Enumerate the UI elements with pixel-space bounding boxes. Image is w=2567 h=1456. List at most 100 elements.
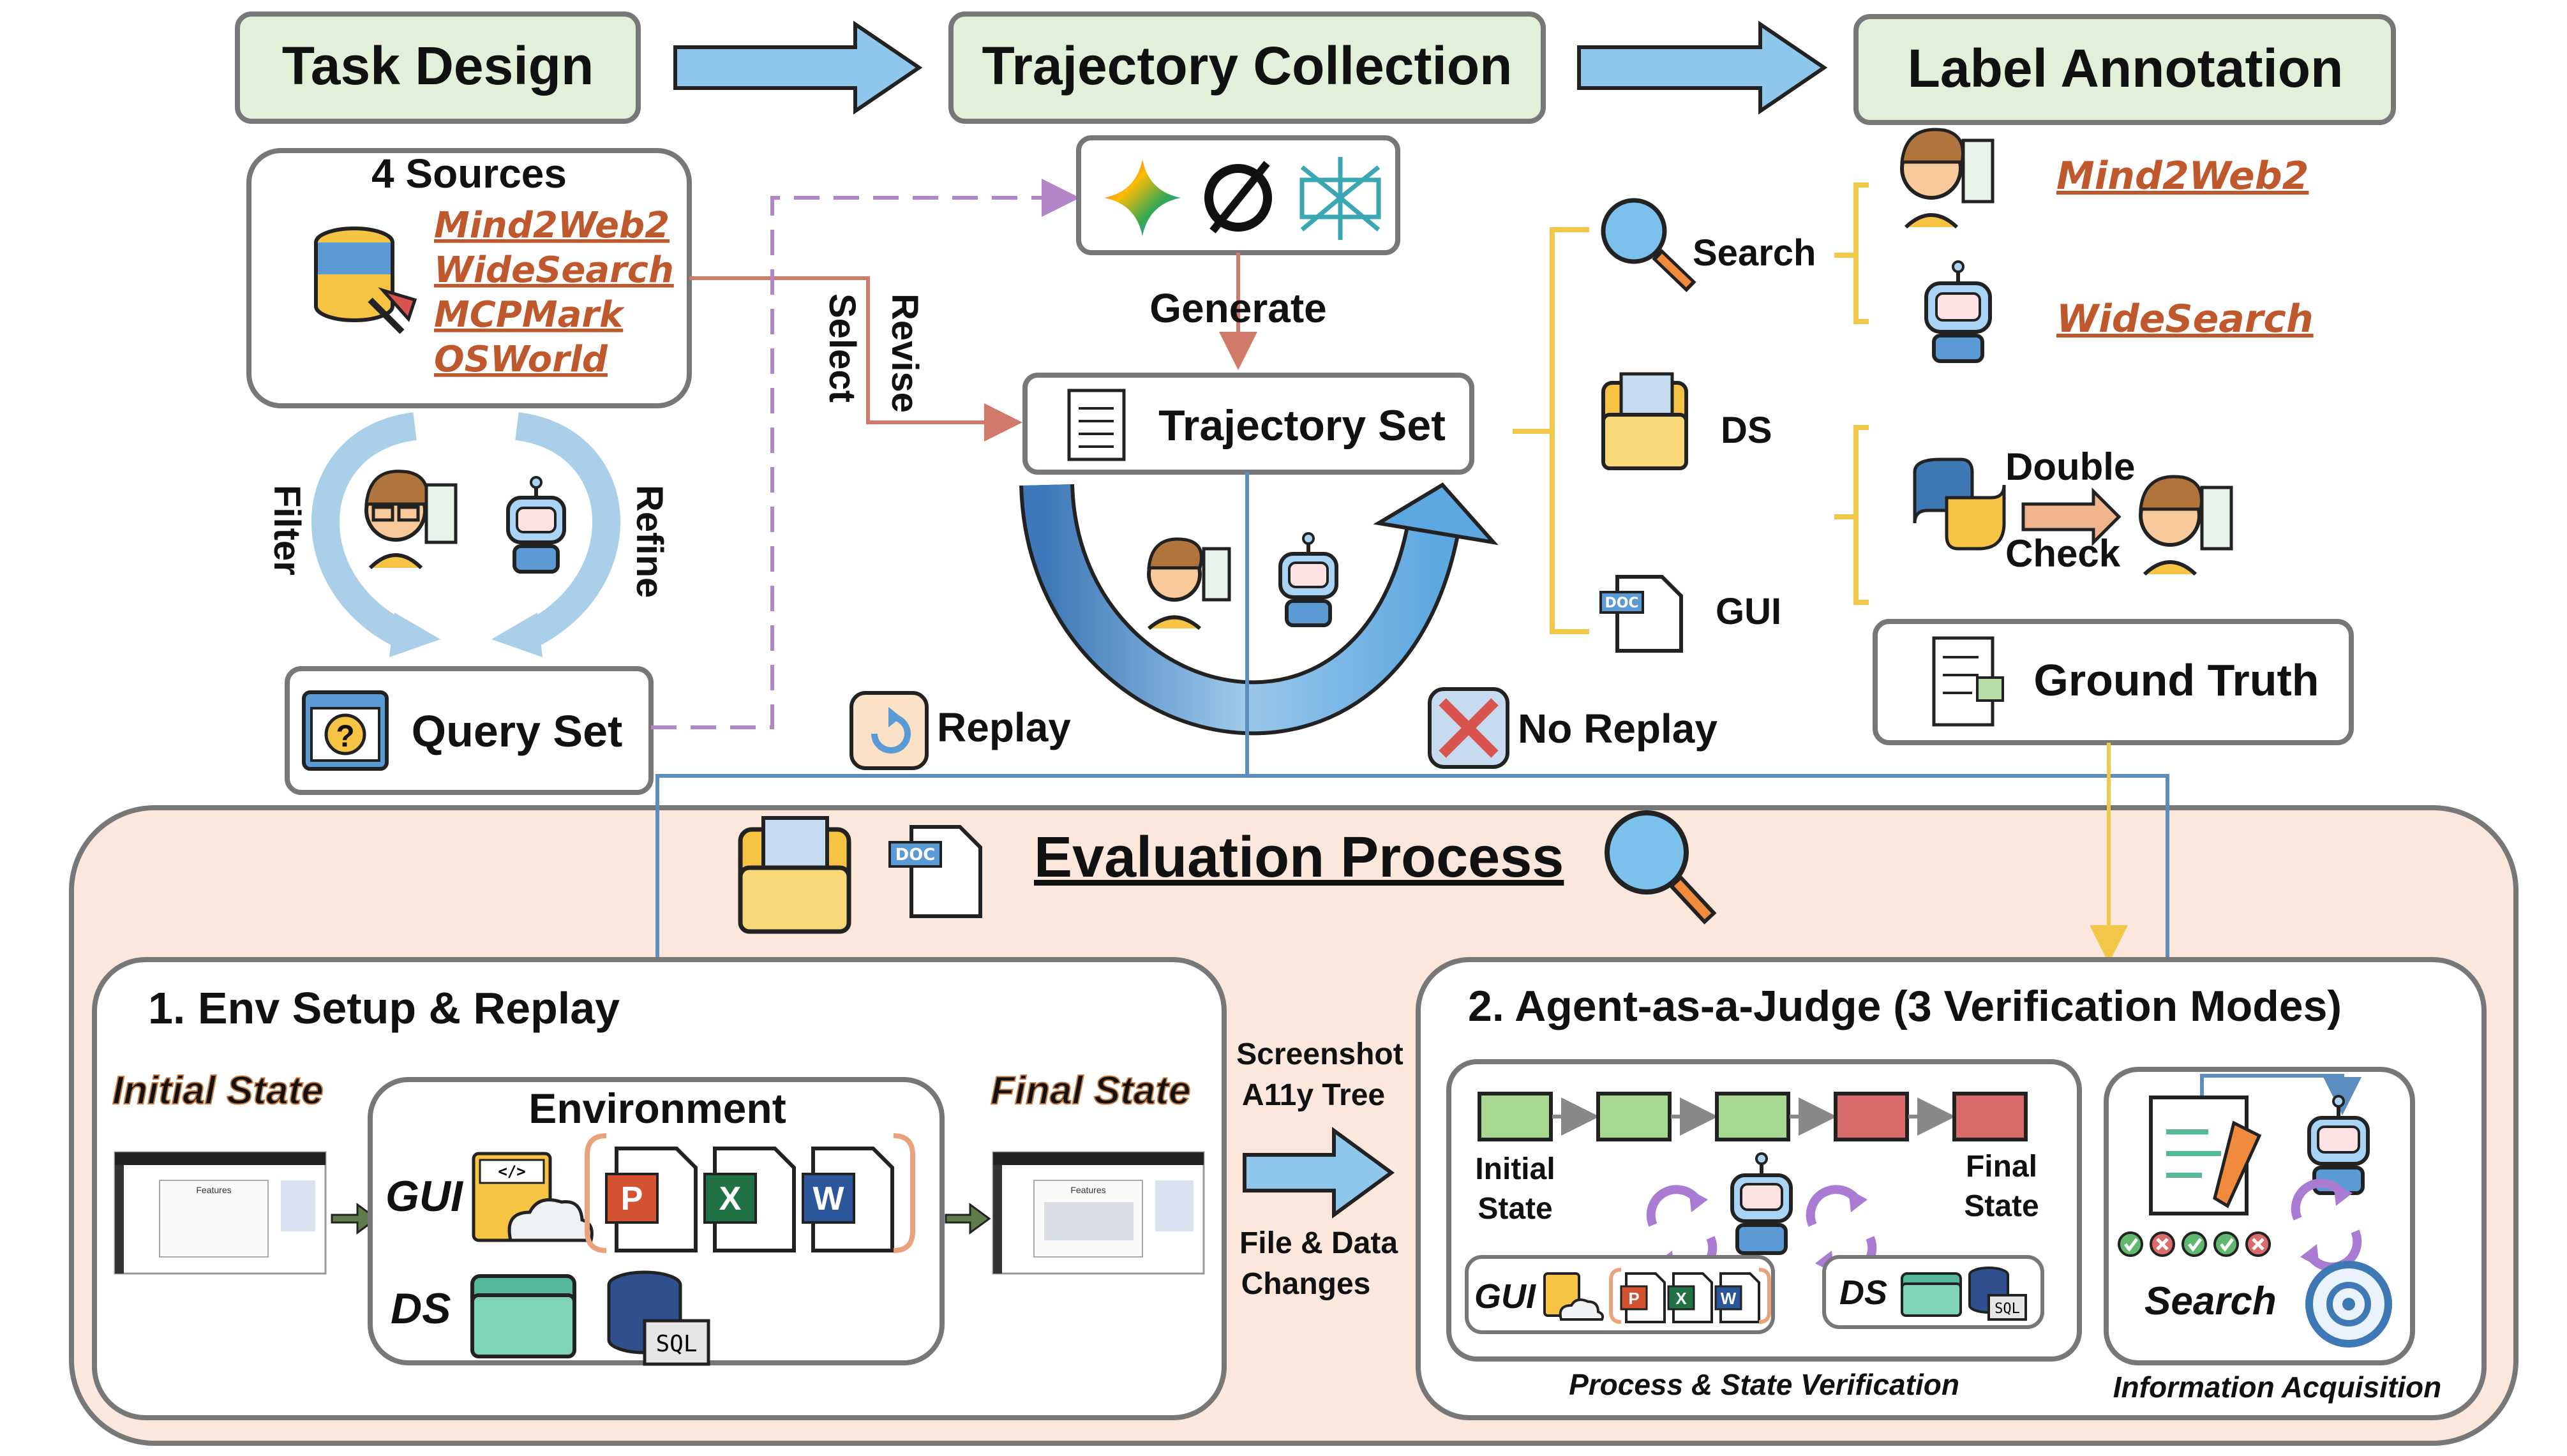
code-cloud-icon: </> — [472, 1152, 594, 1242]
human-annotator-icon — [1900, 128, 1994, 229]
document-list-icon — [1067, 389, 1126, 461]
folder-icon — [1601, 372, 1688, 470]
svg-text:W: W — [812, 1180, 844, 1217]
judge-initial-label: Initial — [1475, 1152, 1555, 1186]
replay-icon — [849, 691, 929, 770]
check-label: Check — [2005, 532, 2121, 575]
svg-text:P: P — [1628, 1289, 1639, 1308]
app-bracket-right — [893, 1133, 915, 1253]
judge-final-label: Final — [1966, 1150, 2037, 1184]
annotation-widesearch: WideSearch — [2056, 297, 2314, 341]
env-ds-label: DS — [391, 1284, 451, 1333]
robot-icon — [1278, 532, 1338, 627]
perplexity-icon — [1299, 157, 1381, 240]
folder-icon — [738, 816, 851, 934]
no-replay-label: No Replay — [1518, 706, 1718, 752]
signal-file-data: File & Data — [1239, 1226, 1398, 1260]
svg-text:P: P — [621, 1180, 643, 1217]
query-set-label: Query Set — [412, 706, 623, 756]
ground-truth-box: Ground Truth — [1873, 619, 2354, 745]
robot-icon — [1730, 1152, 1793, 1255]
trajectory-set-label: Trajectory Set — [1158, 401, 1446, 450]
judge-feedback-edge — [2200, 1074, 2361, 1115]
human-annotator-icon — [2139, 475, 2233, 576]
judge-ds-label: DS — [1839, 1274, 1887, 1312]
process-caption: Process & State Verification — [1569, 1368, 1959, 1401]
source-osworld: OSWorld — [434, 339, 608, 380]
signal-changes: Changes — [1241, 1267, 1371, 1301]
sql-database-icon: SQL — [607, 1270, 710, 1366]
initial-doc-title: Features — [196, 1185, 231, 1195]
env-sql-label: SQL — [655, 1331, 697, 1357]
check-cross-badges — [2118, 1231, 2271, 1257]
powerpoint-icon: P — [605, 1147, 698, 1252]
replay-to-env-edge — [638, 472, 1249, 1086]
report-pencil-icon — [2149, 1096, 2262, 1215]
app-bracket-left — [585, 1133, 607, 1253]
search-bracket — [1834, 182, 1869, 324]
double-label: Double — [2005, 445, 2135, 488]
category-gui: GUI — [1716, 591, 1781, 632]
final-state-screenshot: Features — [992, 1151, 1205, 1275]
search-magnifier-icon — [1601, 198, 1696, 292]
svg-text:X: X — [1675, 1289, 1687, 1308]
process-chain — [1478, 1092, 2028, 1141]
model-box — [1076, 135, 1400, 255]
refine-label: Refine — [629, 485, 670, 598]
env-gui-label: GUI — [385, 1172, 464, 1221]
env-to-final-arrow — [945, 1203, 991, 1235]
openai-icon — [1204, 161, 1272, 234]
sources-box: 4 Sources Mind2Web2 WideSearch MCPMark O… — [246, 148, 692, 408]
category-search: Search — [1693, 232, 1816, 274]
stage-trajectory-collection: Trajectory Collection — [948, 11, 1546, 124]
excel-icon: X — [1667, 1272, 1713, 1323]
double-check-bracket — [1834, 425, 1869, 605]
sources-title: 4 Sources — [371, 151, 567, 197]
judge-title: 2. Agent-as-a-Judge (3 Verification Mode… — [1468, 982, 2342, 1030]
human-annotator-icon — [364, 470, 458, 570]
svg-text:</>: </> — [498, 1163, 525, 1180]
stage-arrow-2 — [1577, 20, 1828, 115]
powerpoint-icon: P — [1620, 1272, 1666, 1323]
code-cloud-icon — [1543, 1272, 1605, 1321]
database-icon — [314, 227, 417, 334]
signal-screenshot: Screenshot — [1236, 1037, 1403, 1071]
environment-title: Environment — [528, 1085, 786, 1132]
green-folder-icon — [470, 1274, 576, 1358]
word-icon: W — [802, 1147, 894, 1252]
sql-database-icon: SQL — [1968, 1267, 2027, 1321]
category-ds: DS — [1721, 410, 1772, 451]
judge-gui-label: GUI — [1474, 1277, 1536, 1316]
generate-label: Generate — [1149, 285, 1326, 331]
svg-text:DOC: DOC — [1605, 595, 1638, 611]
signal-arrow — [1243, 1127, 1395, 1219]
select-revise-edge — [689, 276, 1022, 442]
initial-state-screenshot: Features — [114, 1151, 327, 1275]
revise-label: Revise — [884, 293, 925, 413]
judge-sql-label: SQL — [1994, 1301, 2020, 1317]
svg-text:W: W — [1721, 1289, 1737, 1308]
judge-final-state-label: State — [1964, 1189, 2039, 1223]
signal-a11y-tree: A11y Tree — [1242, 1078, 1385, 1112]
replay-label: Replay — [937, 704, 1071, 750]
final-state-label: Final State — [991, 1069, 1191, 1113]
search-magnifier-icon — [1605, 810, 1717, 925]
ground-truth-label: Ground Truth — [2033, 655, 2319, 705]
browser-icon — [2305, 1261, 2392, 1348]
doc-file-icon: DOC — [1599, 575, 1683, 653]
initial-state-label: Initial State — [112, 1069, 324, 1113]
final-doc-title: Features — [1070, 1185, 1105, 1195]
python-icon — [1913, 457, 2006, 551]
stage-task-design: Task Design — [235, 11, 641, 124]
annotation-mind2web2: Mind2Web2 — [2056, 154, 2309, 198]
stage-arrow-1 — [673, 20, 923, 115]
filter-refine-loop: Filter Refine — [266, 412, 670, 657]
replay-arc — [1019, 482, 1499, 736]
info-caption: Information Acquisition — [2113, 1371, 2442, 1404]
filter-label: Filter — [266, 485, 308, 576]
svg-text:?: ? — [336, 720, 354, 754]
svg-text:X: X — [719, 1180, 742, 1217]
initial-to-env-arrow — [331, 1203, 378, 1235]
stage-label: Label Annotation — [1908, 38, 2344, 98]
judge-initial-state-label: State — [1478, 1192, 1552, 1226]
